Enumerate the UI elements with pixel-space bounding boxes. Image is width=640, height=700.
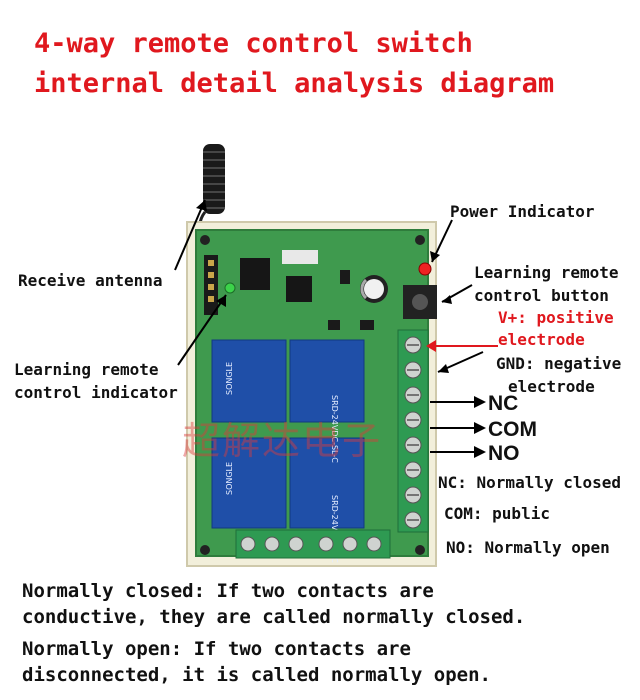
com-label: COM (488, 418, 537, 441)
pin-header (204, 255, 218, 315)
ic-chip-1 (240, 258, 270, 290)
learning-indicator-led (224, 282, 236, 294)
note-line-2: conductive, they are called normally clo… (22, 606, 526, 628)
title-line-2: internal detail analysis diagram (34, 68, 555, 99)
nc-label: NC (488, 392, 519, 415)
vplus-label-1: V+: positive (498, 308, 614, 327)
vplus-label-2: electrode (498, 330, 585, 349)
note-line-1: Normally closed: If two contacts are (22, 580, 434, 602)
note-line-4: disconnected, it is called normally open… (22, 664, 491, 686)
com-description: COM: public (444, 504, 550, 523)
gnd-label-1: GND: negative (496, 354, 622, 373)
svg-text:SRD-24VDC-SL-C: SRD-24VDC-SL-C (330, 395, 339, 463)
bottom-terminal-block (235, 529, 391, 559)
learning-indicator-label-1: Learning remote (14, 360, 159, 379)
svg-text:SONGLE: SONGLE (225, 362, 234, 395)
svg-text:SRD-24VDC-SL-C: SRD-24VDC-SL-C (330, 495, 339, 563)
nc-description: NC: Normally closed (438, 473, 622, 492)
learning-indicator-arrow (177, 294, 227, 366)
learning-button-label-2: control button (474, 286, 609, 305)
no-label: NO (488, 442, 520, 465)
crystal (282, 250, 318, 264)
ic-chip-2 (286, 276, 312, 302)
relays (211, 339, 365, 529)
gnd-label-2: electrode (508, 377, 595, 396)
no-description: NO: Normally open (446, 538, 610, 557)
svg-text:SONGLE: SONGLE (225, 462, 234, 495)
watermark: 超解达电子 (182, 419, 383, 463)
receive-antenna-label: Receive antenna (18, 271, 163, 290)
learning-indicator-label-2: control indicator (14, 383, 178, 402)
power-indicator-label: Power Indicator (450, 202, 595, 221)
antenna-arrow (174, 199, 206, 271)
screws (200, 235, 425, 555)
title-line-1: 4-way remote control switch (34, 28, 473, 59)
learning-button-label-1: Learning remote (474, 263, 619, 282)
power-indicator-led (418, 262, 432, 276)
note-line-3: Normally open: If two contacts are (22, 638, 411, 660)
